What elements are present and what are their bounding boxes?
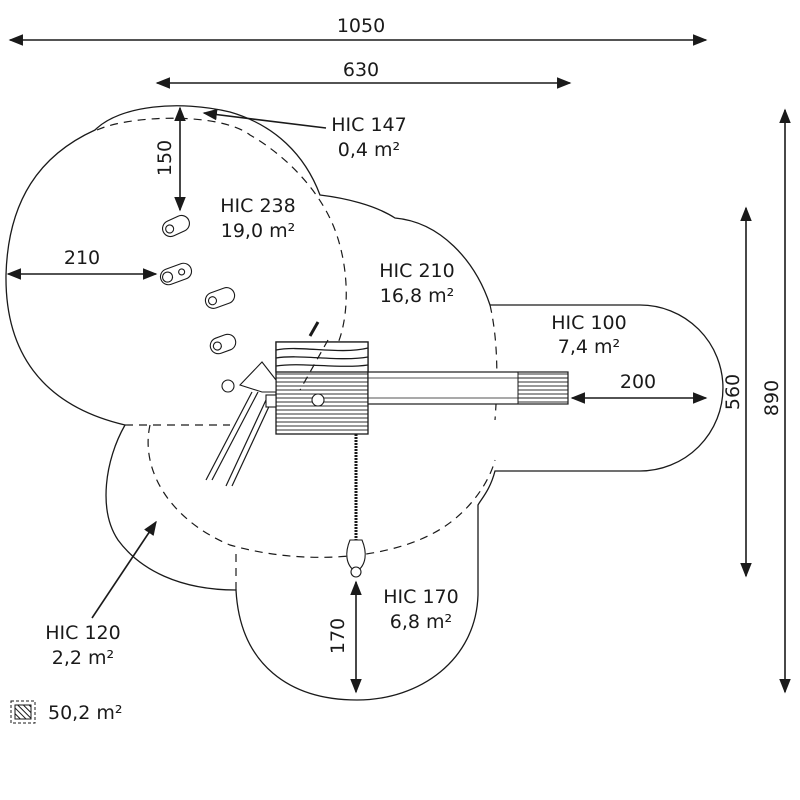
leader-hic-120 (91, 520, 157, 619)
slide (367, 371, 569, 405)
climbing-rope (346, 434, 366, 578)
zone-area-238: 19,0 m² (221, 220, 295, 242)
zone-area-100: 7,4 m² (558, 336, 620, 358)
zone-hic-100: HIC 100 (551, 312, 626, 334)
leader-hic-147 (202, 108, 327, 129)
dim-label-560: 560 (722, 374, 744, 410)
dim-label-1050: 1050 (337, 15, 385, 37)
dim-label-200: 200 (620, 371, 656, 393)
dim-label-210: 210 (64, 247, 100, 269)
zone-hic-120: HIC 120 (45, 622, 120, 644)
legend-hatch-icon (10, 700, 36, 724)
dim-label-150: 150 (154, 140, 176, 176)
play-tower (275, 321, 369, 435)
zone-area-147: 0,4 m² (338, 139, 400, 161)
dim-label-890: 890 (761, 380, 783, 416)
stepping-stones (159, 214, 237, 355)
zone-hic-147: HIC 147 (331, 114, 406, 136)
dim-label-630: 630 (343, 59, 379, 81)
legend: 50,2 m² (10, 700, 122, 724)
zone-area-170: 6,8 m² (390, 611, 452, 633)
zone-hic-238: HIC 238 (220, 195, 295, 217)
safety-zone-outline (5, 105, 724, 701)
dim-label-170: 170 (327, 618, 349, 654)
zone-area-210: 16,8 m² (380, 285, 454, 307)
ladder (205, 361, 277, 487)
zone-boundary-left (96, 117, 347, 351)
zone-hic-210: HIC 210 (379, 260, 454, 282)
zone-hic-170: HIC 170 (383, 586, 458, 608)
zone-area-120: 2,2 m² (52, 647, 114, 669)
legend-total-area: 50,2 m² (48, 702, 122, 724)
zone-boundary-lower (147, 424, 496, 558)
zone-boundary-right (489, 304, 498, 421)
